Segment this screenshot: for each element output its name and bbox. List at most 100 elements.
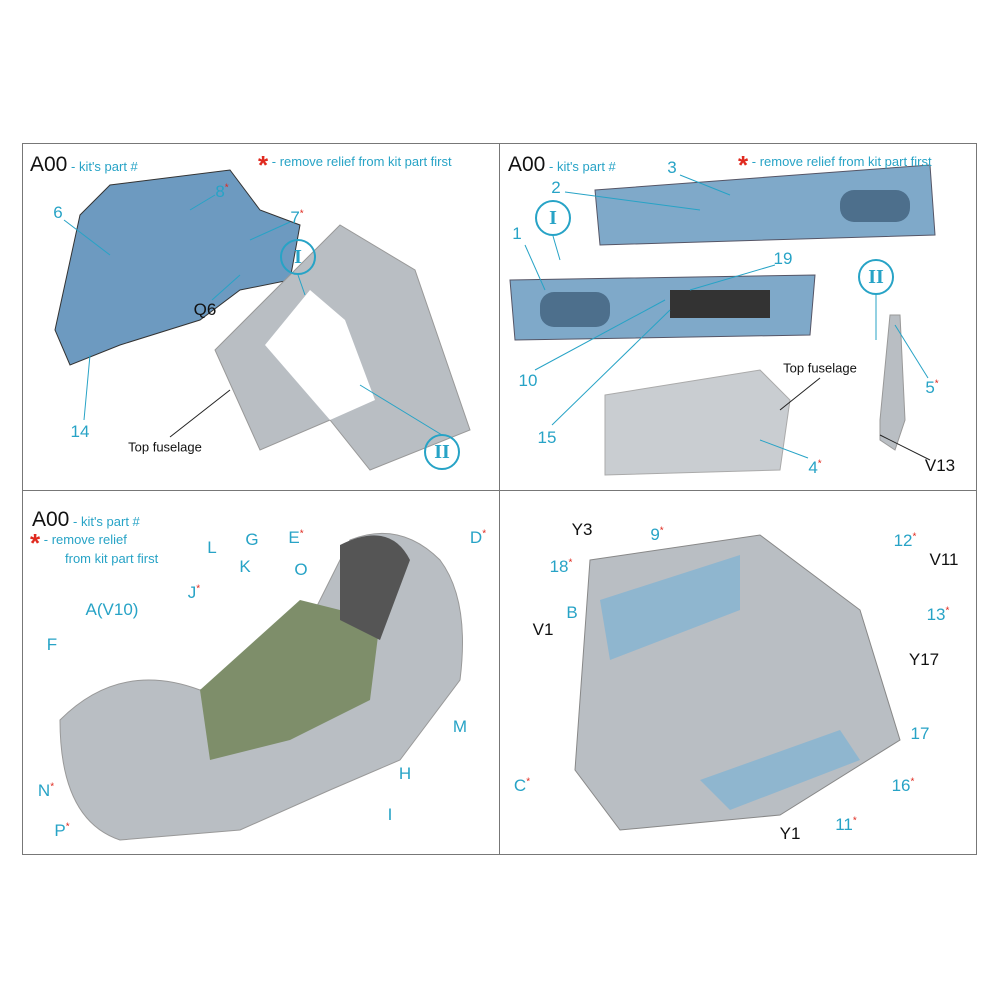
part-label: C*	[514, 776, 530, 796]
part-label-text: C	[513, 776, 527, 795]
side-console-right	[700, 730, 860, 810]
relief-star-icon: *	[299, 528, 304, 540]
headrest	[340, 535, 410, 640]
part-label-text: V13	[924, 456, 956, 475]
part-label: 1	[512, 224, 521, 244]
control-stick	[879, 314, 906, 451]
part-label: E*	[288, 528, 303, 548]
legend-part-number: A00 - kit's part #	[32, 508, 140, 531]
part-label: 19	[774, 249, 793, 269]
fuselage-detail	[604, 369, 791, 476]
part-label-text: 7	[290, 208, 300, 227]
side-console-left	[600, 555, 740, 660]
relief-star-icon: *	[945, 605, 950, 617]
legend-relief: * - remove relief from kit part first	[258, 150, 452, 180]
part-label-text: 17	[910, 724, 930, 743]
part-label-text: D	[469, 528, 483, 547]
relief-star-icon: *	[65, 821, 70, 833]
part-label: M	[453, 717, 467, 737]
part-label: N*	[38, 781, 54, 801]
part-label-text: 11	[835, 815, 853, 834]
part-label: K	[239, 557, 250, 577]
part-label: P*	[54, 821, 69, 841]
relief-star-icon: *	[659, 525, 664, 537]
part-label: 9*	[650, 525, 663, 545]
divider	[499, 143, 500, 855]
step-circle-i: I	[280, 239, 316, 275]
part-label-text: Q6	[193, 300, 217, 319]
part-label: B	[566, 603, 577, 623]
part-label-text: J	[187, 583, 197, 602]
part-label: I	[388, 805, 393, 825]
decal-part	[670, 290, 770, 318]
part-label: 17	[911, 724, 930, 744]
part-label-text: I	[387, 805, 393, 824]
part-label-text: Top fuselage	[128, 439, 202, 455]
step-circle-ii: II	[858, 259, 894, 295]
part-label-text: 3	[667, 158, 677, 177]
part-label: 5*	[925, 378, 938, 398]
relief-star-icon: *	[912, 531, 917, 543]
part-label-text: G	[245, 530, 259, 549]
part-label: L	[207, 538, 216, 558]
legend-part-number: A00 - kit's part #	[30, 153, 138, 176]
part-label-text: 9	[650, 525, 660, 544]
part-label-text: 12	[893, 531, 913, 550]
part-label: 12*	[894, 531, 917, 551]
part-label: V13	[925, 456, 955, 476]
part-label: 11*	[835, 815, 857, 835]
part-label: 6	[53, 203, 62, 223]
part-label-text: V11	[929, 550, 959, 569]
part-label-text: 1	[512, 224, 522, 243]
part-label-text: 10	[518, 371, 538, 390]
part-label-text: V1	[532, 620, 554, 639]
part-label: H	[399, 764, 411, 784]
relief-star-icon: *	[817, 458, 822, 470]
part-label: Y1	[780, 824, 801, 844]
part-label: Y3	[572, 520, 593, 540]
leader-lines	[63, 174, 929, 459]
part-label: 8*	[215, 182, 228, 202]
part-label-text: Y3	[571, 520, 593, 539]
part-label: V11	[930, 550, 959, 570]
instrument-panel	[54, 169, 301, 366]
part-label-text: A(V10)	[85, 600, 139, 619]
part-label: 10	[519, 371, 538, 391]
part-label: V1	[533, 620, 554, 640]
part-label-text: 4	[808, 458, 818, 477]
part-label: Top fuselage	[128, 440, 202, 455]
part-label-text: M	[452, 717, 468, 736]
part-label: A(V10)	[86, 600, 139, 620]
part-label: 4*	[808, 458, 821, 478]
part-label-text: O	[294, 560, 308, 579]
part-label: O	[294, 560, 307, 580]
cutout	[265, 290, 375, 420]
part-label: F	[47, 635, 57, 655]
part-label-text: 14	[70, 422, 90, 441]
part-label: 3	[667, 158, 676, 178]
relief-star-icon: *	[224, 182, 229, 194]
part-label: Q6	[194, 300, 217, 320]
legend-relief: * - remove relief from kit part first	[738, 150, 932, 180]
part-label-text: Y17	[908, 650, 940, 669]
part-label: G	[245, 530, 258, 550]
divider	[22, 490, 977, 491]
relief-star-icon: *	[196, 583, 201, 595]
part-label-text: K	[239, 557, 251, 576]
part-label: Y17	[909, 650, 939, 670]
part-label-text: 8	[215, 182, 225, 201]
part-label: Top fuselage	[783, 361, 857, 376]
part-label-text: 18	[549, 557, 569, 576]
part-label: D*	[470, 528, 486, 548]
step-circle-i: I	[535, 200, 571, 236]
part-label: 7*	[290, 208, 303, 228]
part-label-text: 16	[891, 776, 911, 795]
relief-star-icon: *	[50, 781, 55, 793]
part-label: 13*	[927, 605, 950, 625]
relief-star-icon: *	[299, 208, 304, 220]
part-label-text: B	[566, 603, 578, 622]
relief-star-icon: *	[934, 378, 939, 390]
relief-star-icon: *	[568, 557, 573, 569]
